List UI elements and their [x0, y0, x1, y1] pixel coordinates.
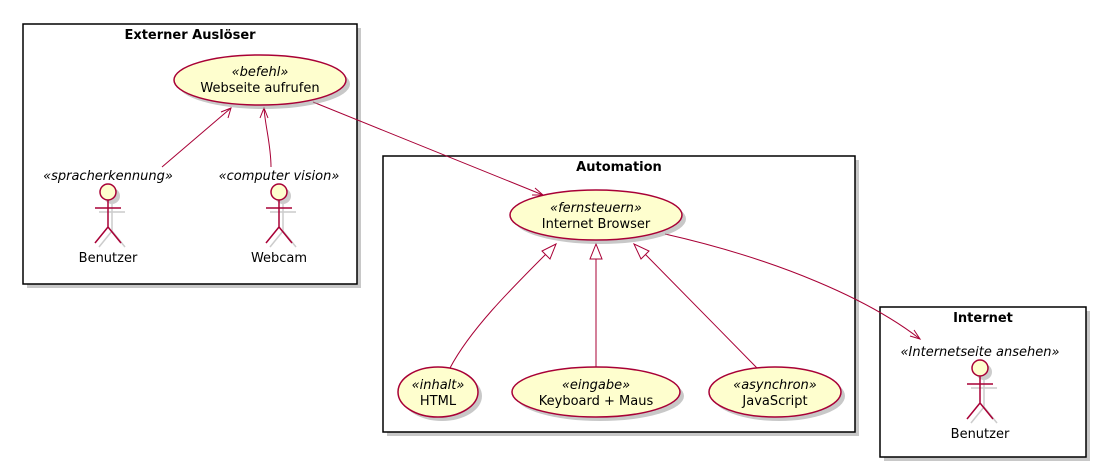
package-title-extern: Externer Auslöser: [124, 28, 256, 43]
actor-stereotype: «Internetseite ansehen»: [901, 345, 1060, 360]
edge-javascript-generalization: [632, 242, 758, 369]
actor-benutzer-internet: «Internetseite ansehen» Benutzer: [901, 345, 1060, 442]
usecase-label: JavaScript: [741, 394, 807, 409]
actor-label: Benutzer: [951, 427, 1010, 442]
usecase-label: Internet Browser: [542, 217, 651, 232]
stick-figure-icon: [94, 183, 126, 248]
edge-browser-to-internet-benutzer: [664, 233, 922, 340]
usecase-javascript: «asynchron» JavaScript: [708, 366, 845, 421]
usecase-stereotype: «eingabe»: [562, 378, 630, 393]
usecase-stereotype: «befehl»: [232, 65, 289, 80]
stick-figure-icon: [265, 183, 297, 248]
edge-html-generalization: [449, 242, 557, 369]
usecase-stereotype: «fernsteuern»: [550, 201, 642, 216]
actor-benutzer-spracherkennung: «spracherkennung» Benutzer: [43, 169, 173, 266]
actor-webcam: «computer vision» Webcam: [219, 169, 340, 266]
package-title-automation: Automation: [576, 160, 662, 175]
usecase-html: «inhalt» HTML: [397, 366, 482, 421]
usecase-webseite-aufrufen: «befehl» Webseite aufrufen: [173, 54, 350, 109]
usecase-label: HTML: [420, 394, 457, 409]
actor-label: Webcam: [251, 251, 307, 266]
actor-stereotype: «computer vision»: [219, 169, 340, 184]
package-title-internet: Internet: [953, 311, 1013, 326]
actor-stereotype: «spracherkennung»: [43, 169, 173, 184]
edge-benutzer-to-webseite: [161, 107, 232, 168]
usecase-keyboard-maus: «eingabe» Keyboard + Maus: [511, 366, 684, 421]
actor-label: Benutzer: [79, 251, 138, 266]
usecase-label: Webseite aufrufen: [200, 81, 319, 96]
usecase-stereotype: «inhalt»: [412, 378, 465, 393]
edge-keyboard-generalization: [589, 242, 603, 368]
usecase-label: Keyboard + Maus: [539, 394, 654, 409]
stick-figure-icon: [966, 359, 998, 424]
usecase-internet-browser: «fernsteuern» Internet Browser: [509, 189, 686, 244]
usecase-stereotype: «asynchron»: [733, 378, 817, 393]
